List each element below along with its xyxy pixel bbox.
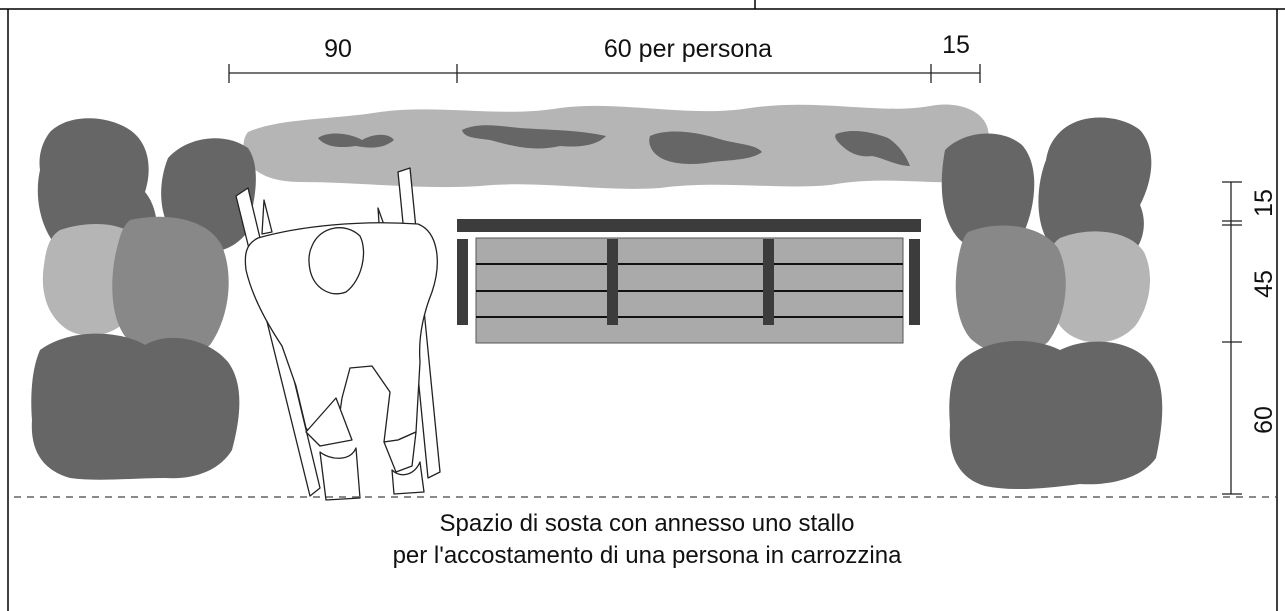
bench-leg [763,239,774,325]
person-left-leg [305,397,353,447]
left-hedge [31,118,256,480]
bench-leg [607,239,618,325]
wheelchair-left-handle [261,199,273,235]
person-right-leg [383,431,417,473]
bench-slat-lines [476,263,903,318]
dimension-label-45: 45 [1250,270,1278,298]
person-head [308,227,365,295]
right-dimension-line [1222,181,1242,495]
right-hedge [941,117,1163,490]
person-right-foot [391,461,425,495]
bench [457,219,921,344]
bench-leg [457,239,468,325]
top-hedge [243,104,990,189]
dimension-label-60-per-persona: 60 per persona [604,35,772,63]
person-left-foot [319,447,361,501]
bench-backrest [457,219,921,232]
wheelchair-user-figure [235,167,441,501]
dimension-label-60-right: 60 [1250,406,1278,434]
dimension-label-15-top: 15 [942,31,970,59]
caption-line-2: per l'accostamento di una persona in car… [393,542,903,569]
top-dimension-line [228,64,981,83]
caption-line-1: Spazio di sosta con annesso uno stallo [440,510,855,537]
dimension-label-90: 90 [324,35,352,63]
person-body [244,222,438,447]
dimension-label-15-right: 15 [1250,189,1278,217]
bench-leg [909,239,920,325]
